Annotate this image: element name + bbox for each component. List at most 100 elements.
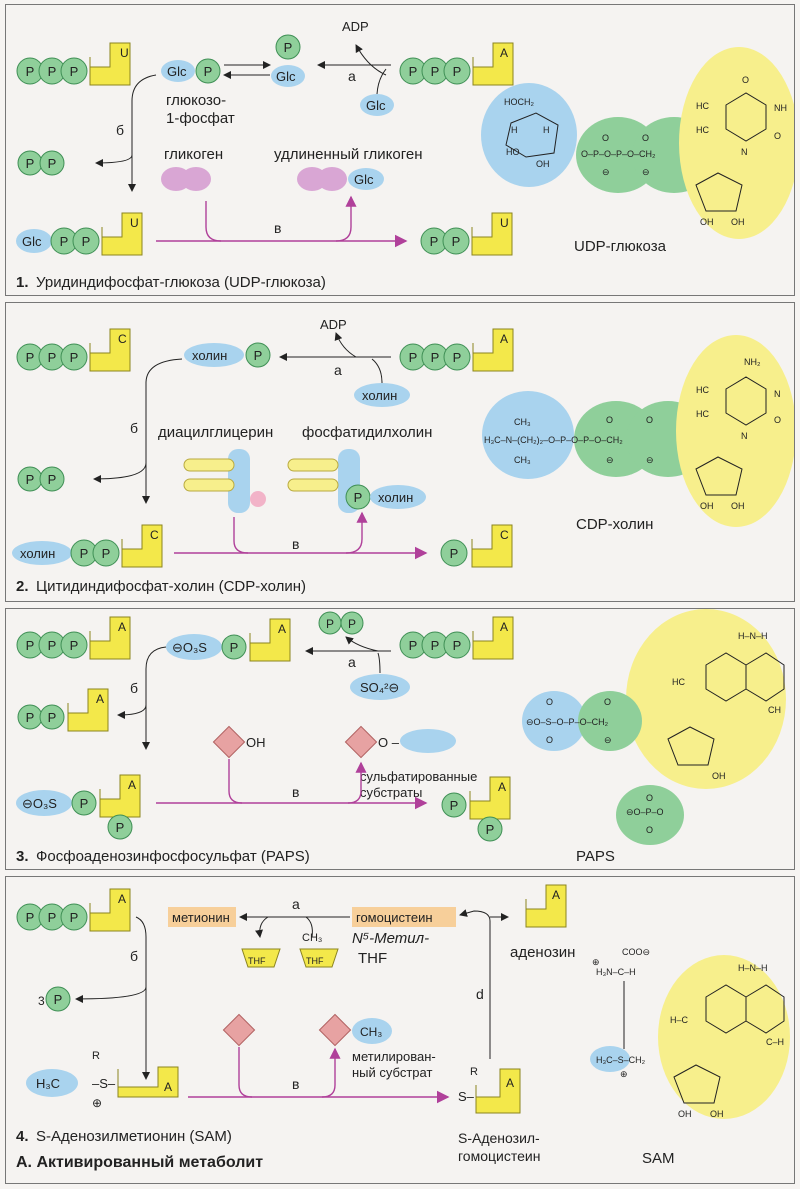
svg-text:ный субстрат: ный субстрат — [352, 1065, 432, 1080]
svg-text:P: P — [204, 64, 213, 79]
svg-text:d: d — [476, 986, 484, 1002]
svg-text:холин: холин — [20, 546, 55, 561]
svg-text:P: P — [70, 638, 79, 653]
svg-text:удлиненный гликоген: удлиненный гликоген — [274, 146, 423, 163]
svg-text:HOCH₂: HOCH₂ — [504, 97, 534, 107]
svg-text:а: а — [348, 654, 356, 670]
svg-text:Glc: Glc — [276, 69, 296, 84]
svg-text:холин: холин — [192, 348, 227, 363]
svg-text:P: P — [48, 156, 57, 171]
svg-text:A: A — [498, 780, 506, 794]
svg-text:фосфатидилхолин: фосфатидилхолин — [302, 424, 432, 441]
svg-text:P: P — [26, 638, 35, 653]
svg-text:NH₂: NH₂ — [744, 357, 761, 367]
glucose-1-phosphate: Glc P — [161, 58, 221, 84]
svg-text:N⁵-Метил-: N⁵-Метил- — [352, 930, 429, 947]
svg-text:⊖: ⊖ — [606, 455, 614, 465]
svg-text:P: P — [452, 234, 461, 249]
utp-molecule: P P P U — [16, 42, 131, 86]
svg-text:OH: OH — [678, 1109, 692, 1119]
svg-text:ADP: ADP — [342, 19, 369, 34]
svg-text:P: P — [453, 638, 462, 653]
svg-text:P: P — [48, 710, 57, 725]
svg-text:O: O — [602, 133, 609, 143]
svg-text:HC: HC — [696, 385, 709, 395]
svg-text:H–C: H–C — [670, 1015, 689, 1025]
svg-text:P: P — [26, 910, 35, 925]
svg-text:CH: CH — [768, 705, 781, 715]
svg-text:NH: NH — [774, 103, 787, 113]
svg-text:OH: OH — [731, 217, 745, 227]
svg-text:S–: S– — [458, 1089, 475, 1104]
svg-text:⊖: ⊖ — [604, 735, 612, 745]
atp-molecule: P P P A — [399, 42, 514, 86]
svg-text:P: P — [409, 350, 418, 365]
svg-text:холин: холин — [362, 388, 397, 403]
svg-text:U: U — [120, 46, 129, 60]
svg-text:O: O — [604, 697, 611, 707]
panel-1-caption: Уридиндифосфат-глюкоза (UDP-глюкоза) — [36, 274, 326, 291]
svg-text:гомоцистеин: гомоцистеин — [458, 1148, 540, 1164]
svg-text:P: P — [70, 910, 79, 925]
svg-text:P: P — [26, 472, 35, 487]
svg-text:H–N–H: H–N–H — [738, 963, 768, 973]
svg-text:P: P — [453, 350, 462, 365]
svg-text:диацилглицерин: диацилглицерин — [158, 424, 273, 441]
svg-text:O: O — [546, 735, 553, 745]
svg-text:⊕: ⊕ — [620, 1069, 628, 1079]
svg-text:A: A — [500, 332, 508, 346]
svg-text:A: A — [118, 892, 126, 906]
svg-text:P: P — [48, 64, 57, 79]
svg-text:P: P — [26, 350, 35, 365]
svg-text:N: N — [741, 431, 748, 441]
svg-text:⊖: ⊖ — [646, 455, 654, 465]
svg-text:⊖O₃S: ⊖O₃S — [22, 796, 57, 811]
svg-text:O: O — [774, 415, 781, 425]
svg-text:метионин: метионин — [172, 910, 230, 925]
svg-text:U: U — [130, 216, 139, 230]
svg-text:P: P — [453, 64, 462, 79]
svg-text:P: P — [26, 64, 35, 79]
udp-glucose-molecule: Glc P P U — [16, 212, 143, 256]
panel-paps: P P P A ⊖O₃S P A P P а SO₄²⊖ — [5, 608, 795, 870]
svg-text:P: P — [254, 348, 263, 363]
svg-text:Glc: Glc — [366, 98, 386, 113]
svg-text:HC: HC — [696, 101, 709, 111]
svg-text:аденозин: аденозин — [510, 944, 575, 961]
svg-text:P: P — [116, 820, 125, 835]
svg-text:P: P — [48, 910, 57, 925]
svg-text:P: P — [80, 546, 89, 561]
svg-text:SAM: SAM — [642, 1150, 675, 1167]
svg-text:R: R — [470, 1066, 478, 1078]
panel-4-caption: S-Аденозилметионин (SAM) — [36, 1128, 232, 1145]
svg-text:H: H — [511, 125, 518, 135]
svg-text:CH₃: CH₃ — [360, 1025, 382, 1039]
svg-text:P: P — [60, 234, 69, 249]
svg-text:C: C — [150, 528, 159, 542]
svg-text:P: P — [326, 617, 334, 631]
svg-text:O: O — [606, 415, 613, 425]
svg-text:H₃C: H₃C — [36, 1076, 60, 1091]
svg-text:N: N — [741, 147, 748, 157]
svg-text:в: в — [292, 784, 299, 800]
svg-text:P: P — [230, 640, 239, 655]
svg-text:P: P — [48, 472, 57, 487]
svg-text:–S–: –S– — [92, 1076, 116, 1091]
svg-text:THF: THF — [306, 956, 324, 966]
svg-text:A: A — [164, 1080, 172, 1094]
svg-text:в: в — [292, 1076, 299, 1092]
svg-text:OH: OH — [731, 501, 745, 511]
svg-text:гликоген: гликоген — [164, 146, 223, 163]
svg-text:O: O — [546, 697, 553, 707]
svg-text:H₃C–N–(CH₂)₂–O–P–O–P–O–CH₂: H₃C–N–(CH₂)₂–O–P–O–P–O–CH₂ — [484, 435, 623, 445]
svg-text:P: P — [70, 350, 79, 365]
svg-text:субстраты: субстраты — [360, 785, 422, 800]
svg-text:а: а — [348, 68, 356, 84]
svg-text:OH: OH — [700, 217, 714, 227]
svg-text:P: P — [26, 710, 35, 725]
svg-text:H₃N–C–H: H₃N–C–H — [596, 967, 636, 977]
svg-text:⊖: ⊖ — [642, 167, 650, 177]
svg-text:C: C — [118, 332, 127, 346]
